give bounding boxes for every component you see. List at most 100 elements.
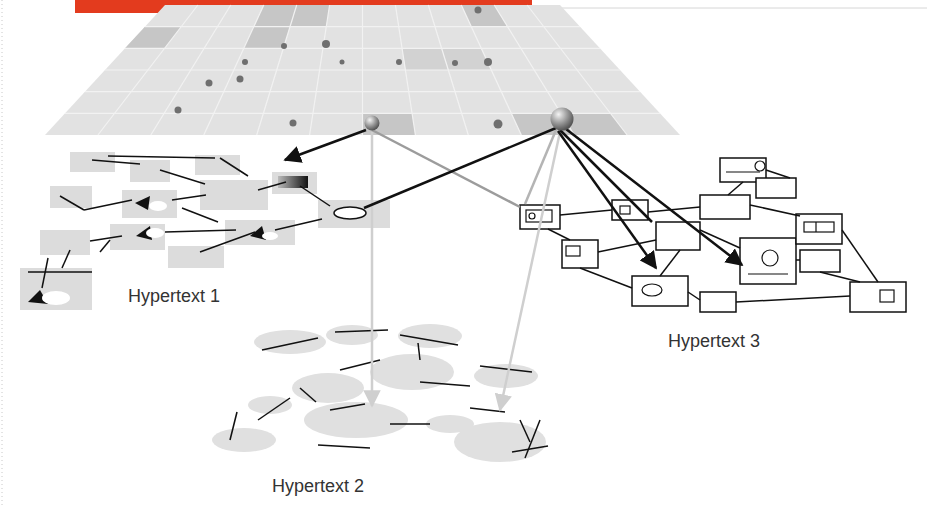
hypertext-3-pages-part-part	[700, 292, 736, 312]
hypertext-2-pages-part-part	[212, 428, 276, 452]
hypertext-3-pages-part-part	[736, 296, 850, 302]
hypertext-3-pages-part-part	[766, 170, 790, 178]
hypertext-3-pages-part-part	[804, 222, 834, 232]
hypertext-3-pages-part-part	[756, 178, 796, 198]
hypertext-2-pages-part-part	[330, 404, 365, 410]
hypertext-2-pages-part-part	[420, 382, 470, 386]
grid-plane-part-part	[475, 7, 482, 14]
hypertext-2-pages-part-part	[418, 343, 420, 360]
hypertext-1-pages-part-part	[165, 230, 236, 232]
hypertext-2-pages-part	[212, 324, 546, 462]
hypertext-3-pages-part-part	[820, 272, 860, 282]
hypertext-1-pages-part-part	[92, 160, 140, 164]
hypertext-1-pages-part-part	[172, 195, 206, 200]
grid-spheres-part	[551, 108, 574, 131]
hypertext-1-pages-part-part	[50, 186, 92, 208]
grid-plane-part-part	[125, 48, 600, 49]
hypertext-3-pages-part-part	[566, 246, 580, 256]
hypertext-3-pages-part-part	[796, 214, 842, 244]
hypertext-3-pages-part-part	[748, 273, 788, 274]
hypertext-3-pages-part-part	[800, 250, 840, 272]
grid-plane-part-part	[254, 5, 297, 27]
grid-plane-part-part	[340, 60, 345, 65]
grid-plane-part	[45, 5, 680, 135]
hypertext-3-pages-part-part	[642, 284, 662, 296]
grid-plane-part-part	[145, 26, 580, 27]
hypertext-2-pages-part-part	[520, 420, 530, 442]
grid-plane-part-part	[244, 27, 290, 49]
hypertext-3-pages-part	[548, 170, 878, 302]
hypertext-2-pages-part-part	[480, 366, 532, 372]
hypertext-1-pages-part-part	[220, 158, 248, 176]
hypertext-2-pages-part-part	[230, 412, 237, 440]
hypertext-1-pages-part	[334, 207, 366, 219]
grid-plane-part-part	[175, 107, 182, 114]
hypertext-2-pages-part-part	[326, 325, 378, 345]
hypertext-2-pages-part-part	[300, 388, 316, 402]
hypertext-3-pages-part-part	[660, 250, 680, 276]
hypertext-1-pages-part-part	[28, 271, 92, 273]
hypertext-3-pages-part-part	[620, 206, 630, 214]
hypertext-2-pages	[212, 324, 548, 462]
grid-spheres-part	[365, 116, 380, 131]
hypertext-2-pages-part-part	[340, 360, 380, 370]
grid-plane-part-part	[237, 76, 244, 83]
grid-plane-part-part	[442, 48, 492, 70]
grid-plane-part-part	[363, 113, 416, 135]
hypertext-2-pages-part-part	[426, 415, 474, 433]
hypertext-1-pages-part-part	[225, 220, 295, 245]
hypertext-1-pages-part-part	[200, 232, 255, 252]
grid-plane-part-part	[281, 43, 287, 49]
hypertext-1-pages-part-part	[62, 250, 70, 268]
hypertext-3-pages-part-part	[815, 222, 816, 232]
hypertext-2-pages-part-part	[390, 423, 430, 425]
hypertext-3-pages-part-part	[842, 230, 878, 282]
hypertext-3-pages-part-part	[850, 282, 906, 312]
hypertext-2-pages-part-part	[370, 354, 454, 390]
hypertext-3-pages-part-part	[580, 268, 632, 288]
hypertext-2-pages-part-part	[318, 445, 370, 448]
cluster-label: Hypertext 3	[668, 331, 760, 353]
hypertext-3-pages-part	[520, 158, 906, 312]
cluster-label: Hypertext 2	[272, 476, 364, 498]
hypertext-1-pages-part	[135, 196, 150, 210]
hypertext-1-pages-part-part	[258, 182, 286, 190]
hypertext-3-pages-part-part	[750, 205, 800, 216]
hypertext-3-pages-part-part	[562, 240, 598, 268]
grid-plane-part-part	[322, 40, 330, 48]
hypertext-3-pages-part-part	[728, 182, 743, 195]
hypertext-2-pages-part	[230, 330, 548, 458]
hypertext-3-pages-part-part	[880, 290, 894, 302]
hypertext-1-pages-part-part	[275, 219, 322, 230]
grid-plane-part-part	[452, 60, 458, 66]
grid-plane-part	[175, 7, 503, 129]
hypertext-1-pages	[20, 152, 390, 310]
hypertext-3-pages-part-part	[529, 213, 535, 219]
hypertext-2-pages-part-part	[254, 330, 326, 354]
hypertext-2-pages-part-part	[398, 324, 462, 348]
hypertext-1-pages-part	[149, 201, 167, 211]
hypertext-1-pages-part-part	[84, 200, 132, 210]
reference-arrows-part	[364, 128, 556, 208]
hypertext-3-pages-part-part	[560, 210, 612, 215]
reference-arrows-part	[560, 130, 652, 222]
reference-arrows-part	[525, 130, 556, 204]
reference-arrows-part	[371, 132, 374, 406]
hypertext-1-pages-part	[42, 291, 70, 305]
hypertext-1-pages-part-part	[160, 170, 205, 184]
hypertext-1-pages-part-part	[168, 246, 224, 268]
hypertext-1-pages-part	[28, 156, 330, 288]
hypertext-3-pages-part-part	[762, 250, 778, 266]
reference-arrows-part	[500, 132, 560, 410]
hypertext-1-pages-part-part	[90, 236, 122, 241]
hypertext-3-pages-part-part	[548, 229, 570, 240]
hypertext-3-pages-part-part	[598, 240, 656, 252]
grid-plane-part-part	[402, 48, 449, 70]
grid-plane	[45, 5, 680, 135]
hypertext-1-pages-part	[278, 176, 308, 188]
hypertext-3-pages-part-part	[755, 161, 765, 171]
grid-plane-part-part	[484, 58, 492, 66]
hypertext-1-pages-part-part	[200, 180, 268, 210]
